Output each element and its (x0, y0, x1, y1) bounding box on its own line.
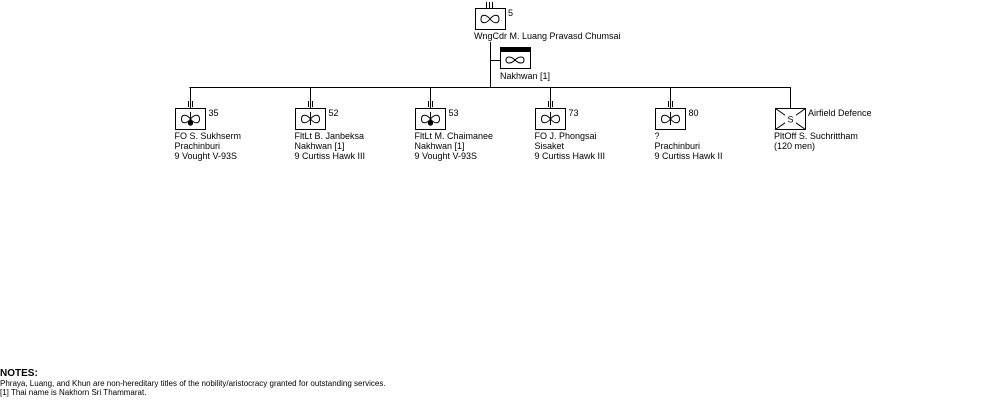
hq-unit: 5 WngCdr M. Luang Pravasd Chumsai (474, 2, 621, 41)
squadron-location: Prachinburi (175, 141, 221, 151)
squadron-commander: FltLt B. Janbeksa (295, 131, 365, 141)
airfield-defence-symbol: S (787, 115, 793, 125)
squadron-aircraft: 9 Vought V-93S (175, 151, 238, 161)
squadron-commander: FltLt M. Chaimanee (415, 131, 494, 141)
squadron-commander: ? (655, 131, 660, 141)
airfield-defence-unit: S Airfield Defence PltOff S. Suchrittham… (774, 87, 872, 151)
squadron-location: Nakhwan [1] (295, 141, 345, 151)
base-bar (500, 47, 531, 51)
airfield-defence-strength: (120 men) (774, 141, 815, 151)
squadron-commander: FO J. Phongsai (535, 131, 597, 141)
squadron-aircraft: 9 Vought V-93S (415, 151, 478, 161)
notes-section: NOTES: Phraya, Luang, and Khun are non-h… (0, 368, 386, 397)
base-unit: Nakhwan [1] (500, 47, 550, 81)
squadron-location: Nakhwan [1] (415, 141, 465, 151)
bomber-icon (180, 112, 201, 126)
squadron-number: 80 (689, 108, 699, 118)
squadron-location: Prachinburi (655, 141, 701, 151)
hq-commander: WngCdr M. Luang Pravasd Chumsai (474, 31, 621, 41)
fighter-icon (540, 112, 561, 125)
notes-line: Phraya, Luang, and Khun are non-heredita… (0, 379, 386, 388)
air-base-icon (505, 56, 525, 64)
squadron-number: 52 (329, 108, 339, 118)
fighter-icon (300, 112, 321, 125)
airfield-defence-title: Airfield Defence (808, 108, 872, 118)
squadron-aircraft: 9 Curtiss Hawk III (535, 151, 606, 161)
squadron-aircraft: 9 Curtiss Hawk III (295, 151, 366, 161)
air-wing-icon (480, 14, 500, 24)
squadron-location: Sisaket (535, 141, 565, 151)
squadron-number: 73 (569, 108, 579, 118)
squadron-echelon-marker (188, 101, 193, 107)
airfield-defence-commander: PltOff S. Suchrittham (774, 131, 858, 141)
squadron-echelon-marker (548, 101, 553, 107)
squadron-number: 53 (449, 108, 459, 118)
squadron-aircraft: 9 Curtiss Hawk II (655, 151, 723, 161)
base-name: Nakhwan [1] (500, 71, 550, 81)
bomber-icon (420, 112, 441, 126)
squadron-echelon-marker (308, 101, 313, 107)
fighter-icon (660, 112, 681, 125)
squadron-echelon-marker (668, 101, 673, 107)
hq-number: 5 (508, 8, 513, 18)
hq-echelon-marker (486, 2, 493, 8)
squadron-number: 35 (209, 108, 219, 118)
squadron-commander: FO S. Sukhserm (175, 131, 242, 141)
notes-title: NOTES: (0, 368, 38, 379)
squadron-echelon-marker (428, 101, 433, 107)
notes-line: [1] Thai name is Nakhorn Sri Thammarat. (0, 388, 147, 397)
